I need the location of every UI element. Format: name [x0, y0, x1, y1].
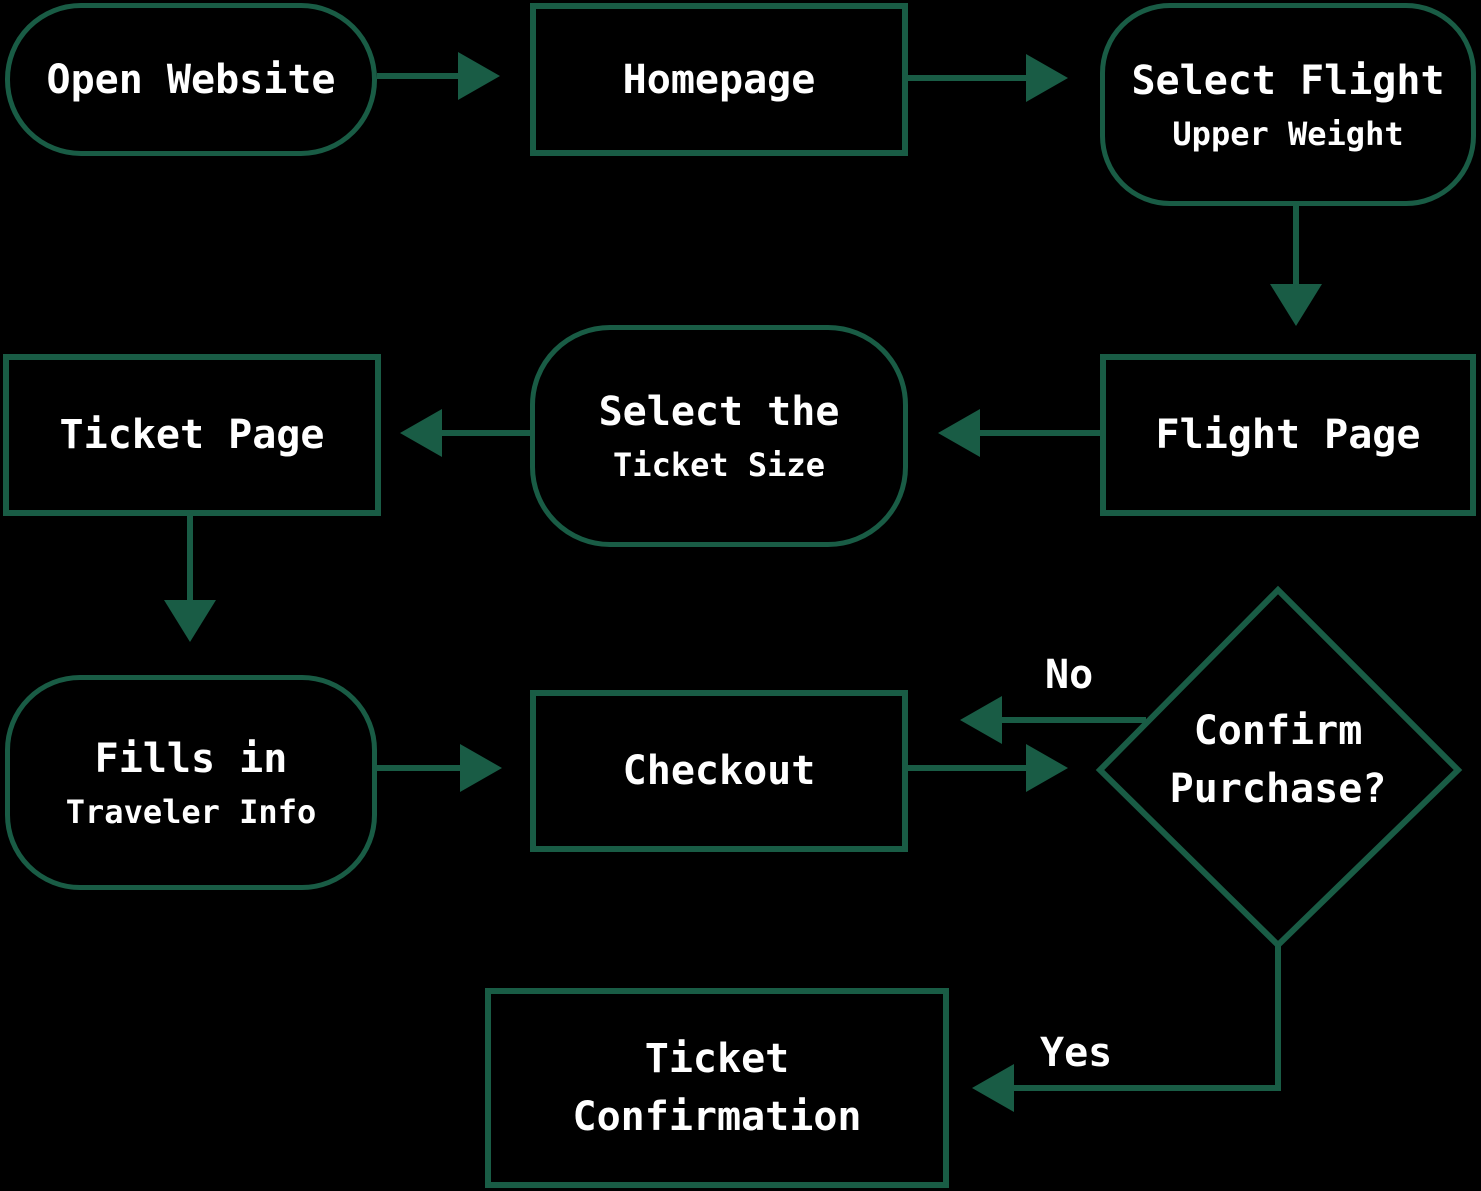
node-label: Fills in — [94, 735, 288, 782]
node-ticket-page: Ticket Page — [3, 354, 381, 516]
node-sublabel: Upper Weight — [1172, 114, 1404, 153]
node-label: Select Flight — [1131, 57, 1445, 104]
node-sublabel: Ticket Size — [613, 446, 825, 484]
node-label: Confirm — [1193, 708, 1363, 754]
arrowhead — [960, 696, 1002, 744]
node-select-ticket: Select the Ticket Size — [530, 325, 908, 547]
edge-label-yes: Yes — [1040, 1030, 1113, 1076]
arrowhead — [1270, 284, 1322, 326]
arrowhead — [400, 409, 442, 457]
arrowhead — [1026, 744, 1068, 792]
node-label: Checkout — [622, 748, 816, 794]
arrowhead — [1026, 54, 1068, 102]
node-fills-in: Fills in Traveler Info — [5, 675, 377, 890]
node-label: Homepage — [622, 56, 816, 103]
node-label: Flight Page — [1155, 412, 1421, 458]
node-open-website: Open Website — [5, 3, 377, 156]
arrowhead — [972, 1064, 1014, 1112]
node-sublabel: Purchase? — [1169, 766, 1387, 812]
node-checkout: Checkout — [530, 690, 908, 852]
node-sublabel: Traveler Info — [65, 792, 317, 831]
arrowhead — [164, 600, 216, 642]
node-label: Ticket Page — [59, 412, 325, 458]
node-label: Ticket — [644, 1036, 790, 1082]
arrowhead — [938, 409, 980, 457]
node-homepage: Homepage — [530, 3, 908, 156]
node-confirm-purchase-text: Confirm Purchase? — [1140, 690, 1416, 830]
node-select-flight: Select Flight Upper Weight — [1100, 3, 1476, 206]
node-label: Open Website — [46, 56, 336, 103]
node-ticket-confirmation: Ticket Confirmation — [485, 988, 949, 1188]
node-sublabel: Confirmation — [572, 1094, 862, 1140]
edge-confirm-yes-to-ticket-confirmation — [1010, 945, 1281, 1091]
edge-label-no: No — [1045, 652, 1094, 698]
arrowhead — [458, 52, 500, 100]
node-label: Select the — [598, 389, 840, 435]
arrowhead — [460, 744, 502, 792]
node-flight-page: Flight Page — [1100, 354, 1476, 516]
